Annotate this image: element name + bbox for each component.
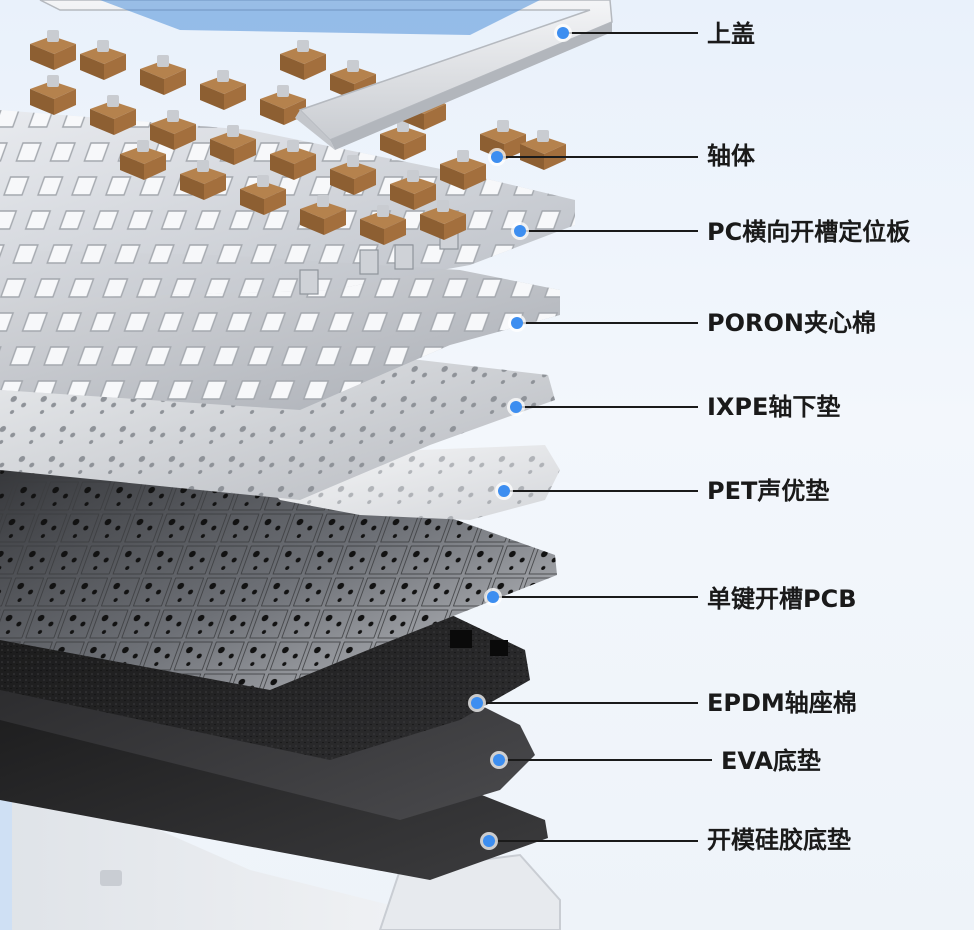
label-poron-foam: PORON夹心棉 [707, 309, 876, 337]
switch [140, 55, 186, 95]
switch [260, 85, 306, 125]
callout-ixpe-pad [507, 398, 698, 416]
callout-marker [557, 27, 569, 39]
switch [380, 120, 426, 160]
callout-epdm-foam [468, 694, 698, 712]
callout-poron-foam [508, 314, 698, 332]
callout-marker [493, 754, 505, 766]
callout-top-case [554, 24, 698, 42]
callout-marker [483, 835, 495, 847]
switch [200, 70, 246, 110]
pcb-layer [0, 420, 557, 690]
label-eva-pad: EVA底垫 [721, 747, 821, 775]
label-ixpe-pad: IXPE轴下垫 [707, 393, 841, 421]
switch [390, 170, 436, 210]
callout-pet-pad [495, 482, 698, 500]
callout-marker [491, 151, 503, 163]
switch [330, 155, 376, 195]
switch [30, 75, 76, 115]
switch [210, 125, 256, 165]
label-top-case: 上盖 [707, 20, 755, 48]
switch [480, 120, 526, 160]
top-case [39, 0, 613, 150]
callout-pcb [484, 588, 698, 606]
callout-marker [514, 225, 526, 237]
label-epdm-foam: EPDM轴座棉 [707, 689, 857, 717]
label-pet-pad: PET声优垫 [707, 477, 830, 505]
callouts [468, 24, 712, 850]
switch [420, 200, 466, 240]
switch [30, 30, 76, 70]
callout-switches [488, 148, 698, 166]
callout-pc-plate [511, 222, 698, 240]
callout-marker [511, 317, 523, 329]
callout-marker [510, 401, 522, 413]
switch [120, 140, 166, 180]
label-silicone-pad: 开模硅胶底垫 [707, 826, 851, 854]
switch [520, 130, 566, 170]
callout-marker [487, 591, 499, 603]
callout-silicone-pad [480, 832, 698, 850]
callout-eva-pad [490, 751, 712, 769]
label-switches: 轴体 [707, 142, 755, 170]
callout-marker [471, 697, 483, 709]
switch [80, 40, 126, 80]
switch [270, 140, 316, 180]
switch [240, 175, 286, 215]
switch [300, 195, 346, 235]
switch [360, 205, 406, 245]
switch [280, 40, 326, 80]
switches-layer [30, 30, 566, 245]
label-pcb: 单键开槽PCB [707, 585, 857, 613]
label-pc-plate: PC横向开槽定位板 [707, 218, 911, 246]
switch [180, 160, 226, 200]
switch [90, 95, 136, 135]
switch [150, 110, 196, 150]
callout-marker [498, 485, 510, 497]
switch [440, 150, 486, 190]
